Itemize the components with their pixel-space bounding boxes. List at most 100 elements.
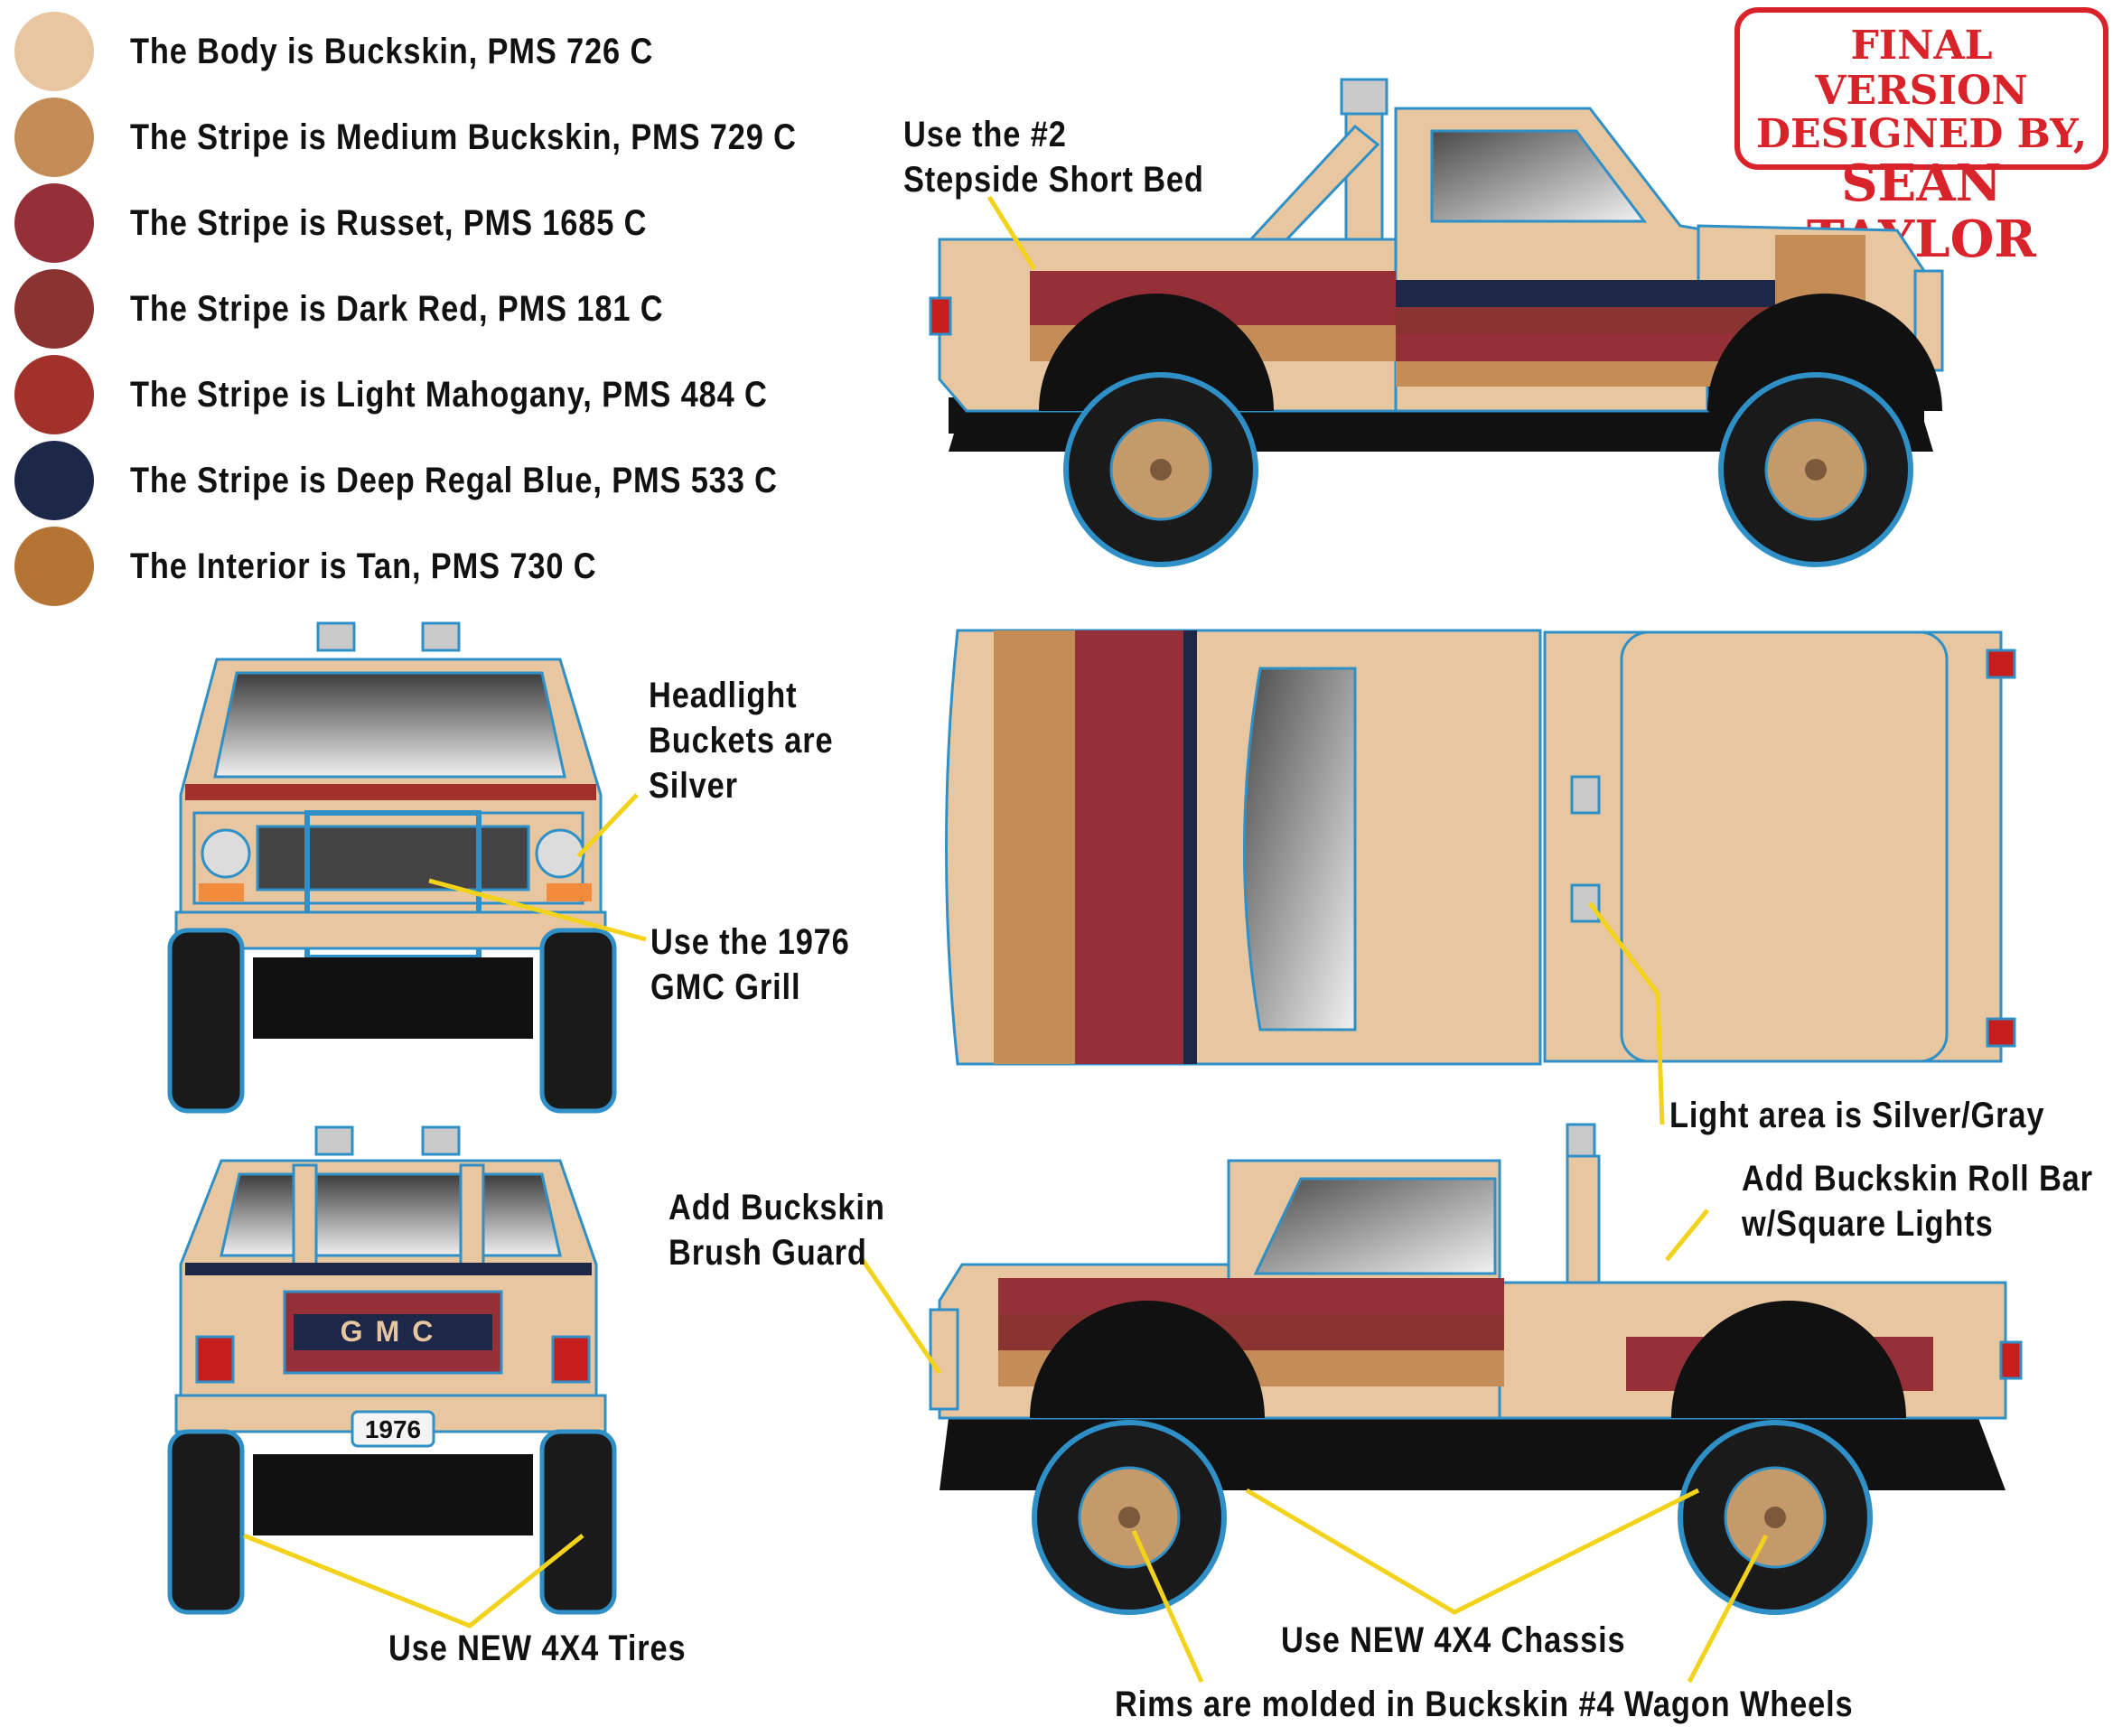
license-plate-text: 1976 xyxy=(365,1415,421,1443)
swatch-russet xyxy=(14,183,94,263)
callout-light-area: Light area is Silver/Gray xyxy=(1669,1093,2044,1138)
leader-grill xyxy=(428,878,647,942)
front-axle xyxy=(253,957,533,1039)
callout-line: Silver xyxy=(649,766,738,806)
roll-bar-post-lower xyxy=(1566,1154,1601,1284)
callout-line: Add Buckskin Roll Bar xyxy=(1742,1159,2093,1199)
callout-line: Use the 1976 xyxy=(650,922,850,962)
stripe-dark-red xyxy=(1396,307,1775,334)
stamp-line-2: DESIGNED BY, xyxy=(1755,111,2088,157)
roll-bar-light xyxy=(1340,78,1388,116)
rear-hub-lower xyxy=(1764,1507,1786,1528)
callout-line: Buckets are xyxy=(649,721,834,761)
front-hub-lower xyxy=(1118,1507,1140,1528)
legend-row-light-mahogany: The Stripe is Light Mahogany, PMS 484 C xyxy=(14,354,872,435)
brush-guard-lower xyxy=(929,1308,959,1411)
callout-line: Headlight xyxy=(649,676,798,715)
legend-label: The Stripe is Medium Buckskin, PMS 729 C xyxy=(130,117,797,157)
front-right-tire xyxy=(539,928,617,1114)
legend-label: The Stripe is Light Mahogany, PMS 484 C xyxy=(130,374,768,415)
left-turn-signal xyxy=(199,883,244,901)
side-window-lower xyxy=(1253,1177,1497,1275)
swatch-dark-red xyxy=(14,269,94,349)
swatch-interior-tan xyxy=(14,527,94,606)
callout-brush-guard: Add Buckskin Brush Guard xyxy=(668,1185,885,1275)
rear-wheel-well-lower xyxy=(1671,1301,1906,1418)
callout-4x4-tires: Use NEW 4X4 Tires xyxy=(388,1626,686,1671)
legend-row-body: The Body is Buckskin, PMS 726 C xyxy=(14,11,738,92)
leader-stepside xyxy=(986,195,1037,271)
grille xyxy=(256,825,530,891)
roof-light-right xyxy=(421,621,461,652)
right-headlight xyxy=(535,828,585,879)
rear-roll-light-left xyxy=(314,1125,354,1156)
leader-lines xyxy=(243,195,1769,1684)
rear-right-tire xyxy=(539,1429,617,1615)
truck-rear-view: GMC 1976 xyxy=(167,1125,617,1615)
callout-line: Add Buckskin xyxy=(668,1188,885,1227)
roll-bar-light-top-1 xyxy=(1570,775,1601,815)
callout-headlight-buckets: Headlight Buckets are Silver xyxy=(649,673,834,808)
legend-row-medium-buckskin: The Stripe is Medium Buckskin, PMS 729 C xyxy=(14,97,905,178)
swatch-buckskin xyxy=(14,12,94,91)
front-bumper xyxy=(174,910,607,950)
license-plate xyxy=(351,1410,435,1448)
legend-label: The Stripe is Russet, PMS 1685 C xyxy=(130,202,648,243)
truck-front-view xyxy=(167,621,617,1114)
callout-gmc-grill: Use the 1976 GMC Grill xyxy=(650,919,850,1010)
legend-row-interior-tan: The Interior is Tan, PMS 730 C xyxy=(14,526,673,607)
rear-axle xyxy=(253,1454,533,1535)
bed-floor xyxy=(1620,630,1949,1063)
windshield-top xyxy=(1243,667,1357,1031)
callout-line: Use NEW 4X4 Chassis xyxy=(1281,1620,1626,1660)
left-headlight xyxy=(201,828,251,879)
front-wheel-well xyxy=(1707,294,1942,411)
leader-chassis xyxy=(1245,1488,1700,1615)
leader-rim-right xyxy=(1687,1534,1769,1684)
legend-label: The Body is Buckskin, PMS 726 C xyxy=(130,31,654,71)
callout-line: Light area is Silver/Gray xyxy=(1669,1096,2045,1135)
callout-line: Stepside Short Bed xyxy=(903,160,1204,200)
leader-tires xyxy=(243,1533,584,1629)
callout-rims: Rims are molded in Buckskin #4 Wagon Whe… xyxy=(1115,1682,1854,1727)
leader-brush-guard xyxy=(860,1258,942,1375)
rear-stripe xyxy=(185,1263,592,1275)
callout-4x4-chassis: Use NEW 4X4 Chassis xyxy=(1281,1618,1626,1663)
leader-rim-left xyxy=(1131,1529,1204,1684)
tail-light-top-upper xyxy=(1986,649,2016,679)
legend-label: The Stripe is Dark Red, PMS 181 C xyxy=(130,288,664,329)
tailgate-gmc-text: GMC xyxy=(341,1315,446,1348)
callout-line: Brush Guard xyxy=(668,1233,867,1273)
stripe-blue xyxy=(1396,280,1775,307)
stripe-russet xyxy=(1396,334,1775,361)
legend-label: The Interior is Tan, PMS 730 C xyxy=(130,546,597,586)
callout-line: w/Square Lights xyxy=(1742,1204,1994,1244)
stamp-line-1: FINAL VERSION xyxy=(1815,23,2028,114)
rear-wheel-well xyxy=(1039,294,1274,411)
right-turn-signal xyxy=(547,883,592,901)
truck-side-view-left xyxy=(929,1123,2023,1615)
legend-row-dark-red: The Stripe is Dark Red, PMS 181 C xyxy=(14,268,751,350)
swatch-deep-regal-blue xyxy=(14,441,94,520)
legend-label: The Stripe is Deep Regal Blue, PMS 533 C xyxy=(130,460,778,500)
tail-light-lower xyxy=(1999,1340,2023,1380)
swatch-light-mahogany xyxy=(14,355,94,434)
front-stripe xyxy=(185,784,596,800)
truck-top-view xyxy=(945,629,2016,1066)
callout-line: Use the #2 xyxy=(903,115,1067,154)
callout-line: GMC Grill xyxy=(650,967,801,1007)
rear-roll-light-right xyxy=(421,1125,461,1156)
rear-window xyxy=(220,1172,562,1257)
front-left-tire xyxy=(167,928,245,1114)
front-wheel-well-lower xyxy=(1030,1301,1265,1418)
legend-row-russet: The Stripe is Russet, PMS 1685 C xyxy=(14,182,732,264)
rear-left-tire xyxy=(167,1429,245,1615)
callout-line: Rims are molded in Buckskin #4 Wagon Whe… xyxy=(1115,1685,1854,1724)
roll-bar-light-top-2 xyxy=(1570,883,1601,923)
leader-headlight xyxy=(576,793,639,858)
rear-right-tail-light xyxy=(551,1335,591,1384)
callout-stepside-bed: Use the #2 Stepside Short Bed xyxy=(903,112,1204,202)
windshield xyxy=(213,671,566,779)
tail-light xyxy=(929,296,952,336)
